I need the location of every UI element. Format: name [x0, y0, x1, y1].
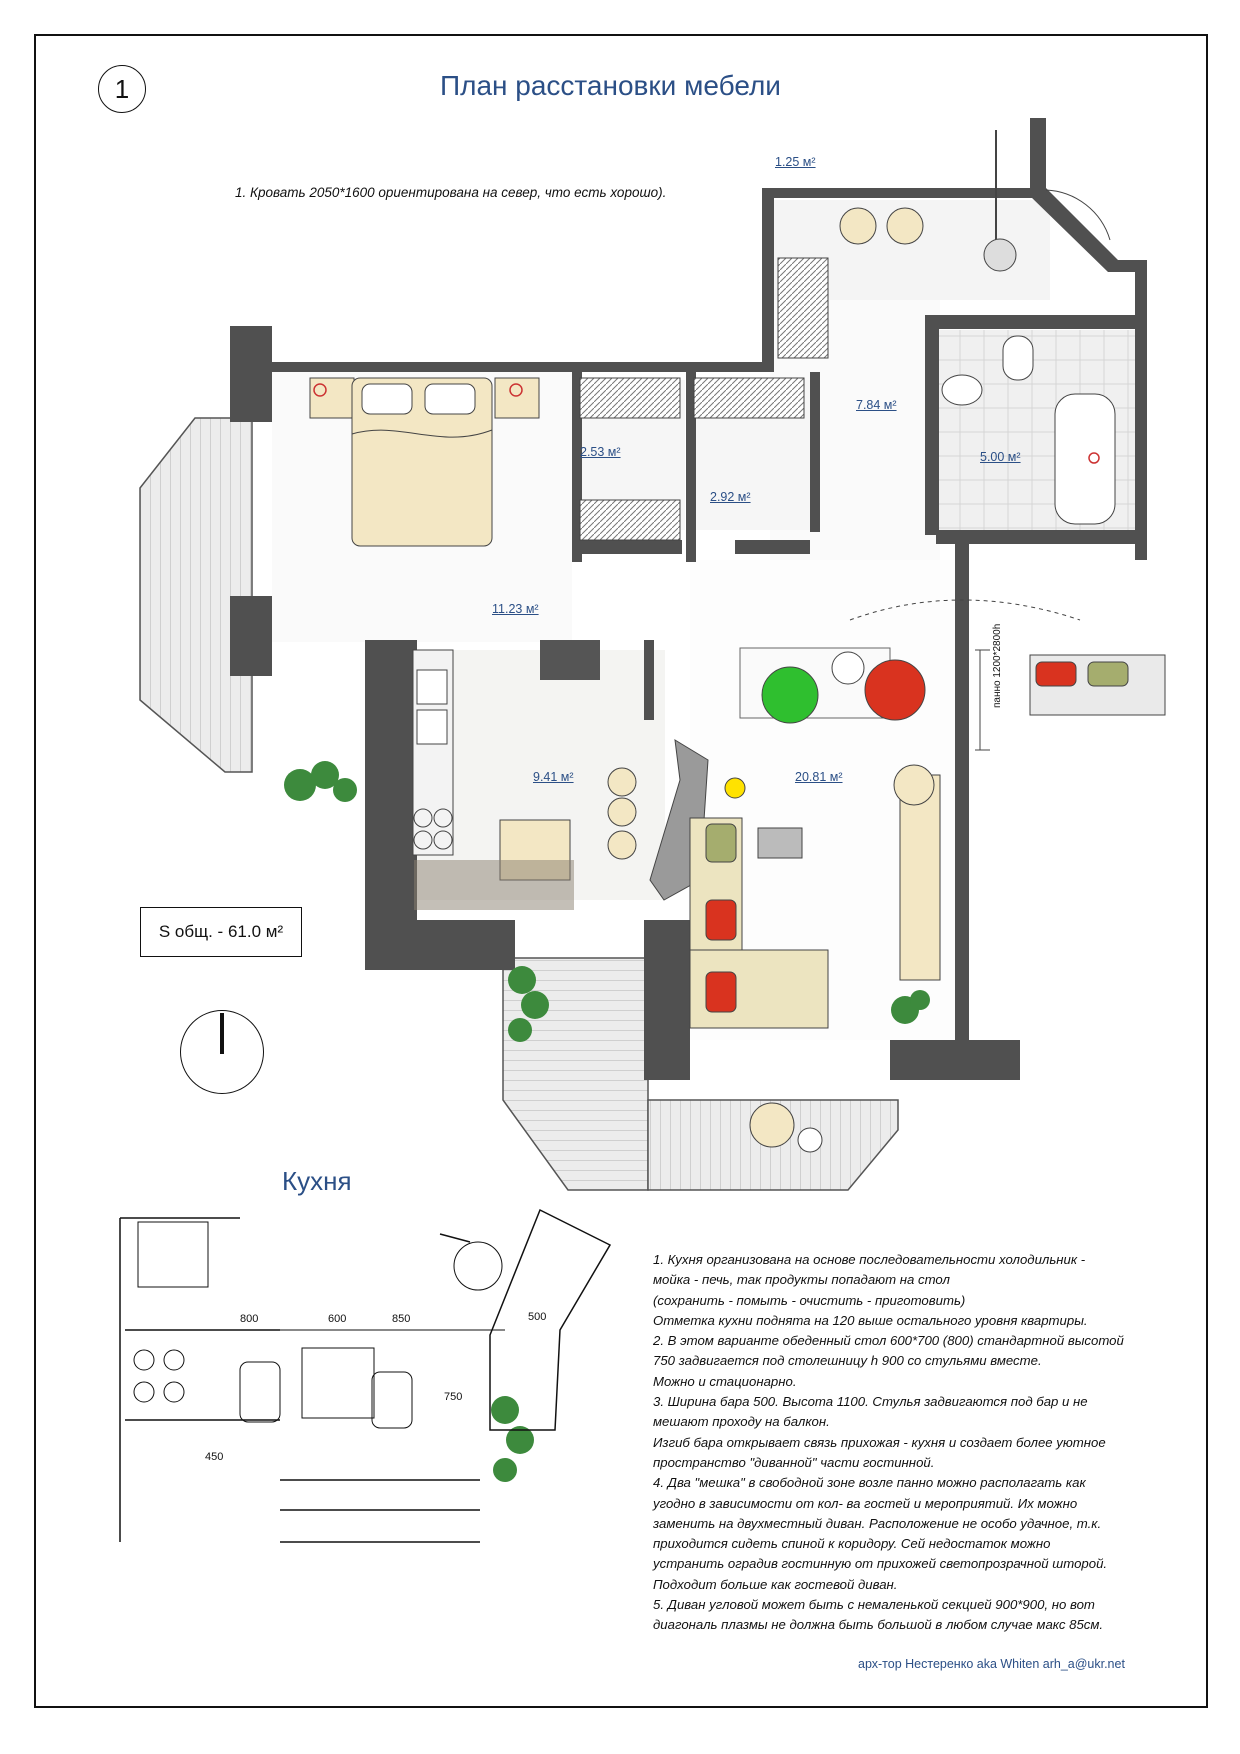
area-bathroom: 5.00 м²	[980, 450, 1021, 464]
dim-600: 600	[328, 1313, 346, 1325]
kitchen-detail-plan	[119, 1208, 612, 1543]
note-line: Подходит больше как гостевой диван.	[653, 1576, 898, 1592]
note-line: 4. Два "мешка" в свободной зоне возле па…	[653, 1475, 1086, 1491]
area-balcony-small: 1.25 м²	[775, 155, 816, 169]
compass-needle-icon	[220, 1013, 224, 1054]
total-area: S общ. - 61.0 м²	[140, 907, 302, 957]
note-line: заменить на двухместный диван. Расположе…	[653, 1515, 1102, 1531]
area-bedroom: 11.23 м²	[492, 602, 539, 616]
note-line: 3. Ширина бара 500. Высота 1100. Стулья …	[653, 1394, 1088, 1410]
note-line: 2. В этом варианте обеденный стол 600*70…	[653, 1333, 1124, 1349]
page-title: План расстановки мебели	[440, 70, 781, 101]
plants	[284, 761, 930, 1482]
area-storage: 2.92 м²	[710, 490, 751, 504]
living-furniture	[689, 599, 1166, 1029]
note-line: Изгиб бара открывает связь прихожая - ку…	[653, 1434, 1106, 1450]
balcony-table	[797, 1127, 823, 1153]
note-line: мешают проходу на балкон.	[653, 1414, 830, 1430]
dim-800: 800	[240, 1313, 258, 1325]
note-line: мойка - печь, так продукты попадают на с…	[653, 1272, 950, 1288]
dim-750: 750	[444, 1391, 462, 1403]
panel-bracket	[975, 649, 990, 751]
sheet-number: 1	[98, 65, 146, 113]
note-line: угодно в зависимости от кол- ва гостей и…	[653, 1495, 1078, 1511]
left-balcony	[139, 417, 253, 773]
note-line: Можно и стационарно.	[653, 1373, 797, 1389]
north-compass	[180, 1010, 264, 1094]
note-line: (сохранить - помыть - очистить - пригото…	[653, 1292, 966, 1308]
area-hall: 7.84 м²	[856, 398, 897, 412]
note-line: приходится сидеть спиной к коридору. Сей…	[653, 1536, 1051, 1552]
note-line: Отметка кухни поднята на 120 выше осталь…	[653, 1312, 1088, 1328]
walls	[230, 118, 1147, 1080]
notes-block: 1. Кухня организована на основе последов…	[653, 1250, 1183, 1636]
bathroom-fixtures	[941, 335, 1116, 525]
area-kitchen: 9.41 м²	[533, 770, 574, 784]
dim-500: 500	[528, 1311, 546, 1323]
author-credit: арх-тор Нестеренко aka Whiten arh_a@ukr.…	[858, 1657, 1125, 1671]
note-line: 5. Диван угловой может быть с немаленько…	[653, 1597, 1095, 1613]
balcony-chair	[749, 1102, 795, 1148]
note-line: диагональ плазмы не должна быть большой …	[653, 1617, 1104, 1633]
kitchen-title: Кухня	[282, 1166, 352, 1196]
bed-orientation-note: 1. Кровать 2050*1600 ориентирована на се…	[235, 185, 667, 200]
sheet-frame	[34, 34, 1208, 1708]
area-living: 20.81 м²	[795, 770, 843, 784]
entry-furniture	[777, 130, 1111, 359]
note-line: 1. Кухня организована на основе последов…	[653, 1252, 1086, 1267]
panel-note: панно 1200*2800h	[992, 623, 1003, 708]
note-line: устранить оградив гостинную от прихожей …	[653, 1556, 1108, 1572]
area-wardrobe: 2.53 м²	[580, 445, 621, 459]
dim-450: 450	[205, 1451, 223, 1463]
bedroom-furniture	[309, 377, 805, 547]
note-line: 750 задвигается под столешницу h 900 со …	[653, 1353, 1042, 1369]
dim-850: 850	[392, 1313, 410, 1325]
note-line: пространство "диванной" части гостинной.	[653, 1454, 935, 1470]
